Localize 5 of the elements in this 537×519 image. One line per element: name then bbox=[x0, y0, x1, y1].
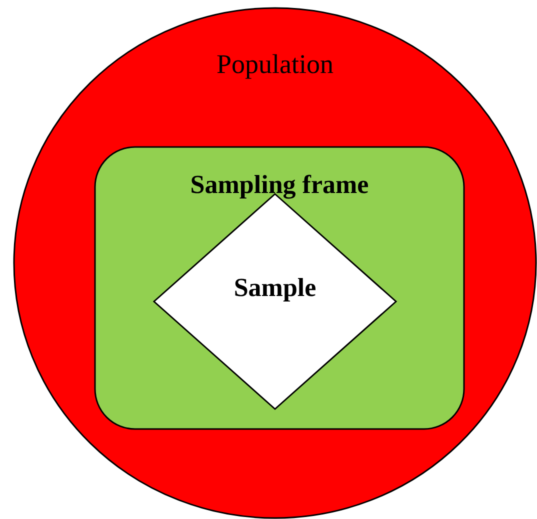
sampling-frame-box bbox=[94, 146, 465, 430]
sampling-frame-label: Sampling frame bbox=[190, 170, 369, 199]
sample-label: Sample bbox=[234, 273, 316, 302]
population-circle bbox=[13, 7, 537, 519]
population-label: Population bbox=[216, 49, 334, 79]
